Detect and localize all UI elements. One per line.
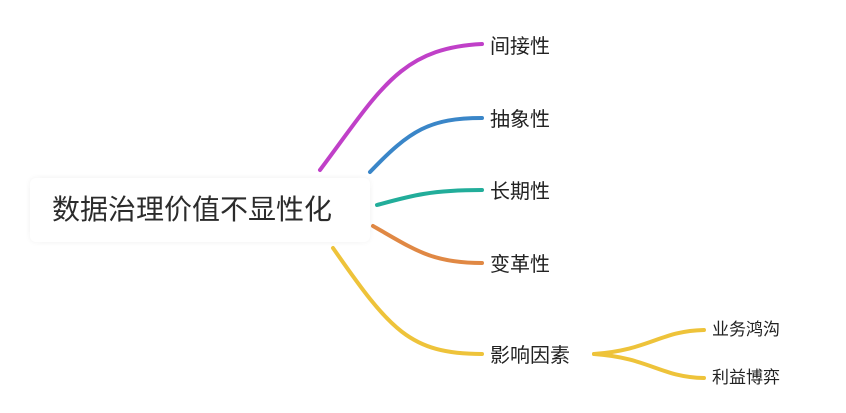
branch-link-indirectness <box>318 42 484 172</box>
branch-link-long-term <box>375 188 484 207</box>
branch-node-long-term[interactable]: 长期性 <box>490 179 550 203</box>
root-node-label: 数据治理价值不显性化 <box>52 193 333 226</box>
branch-node-abstractness[interactable]: 抽象性 <box>490 107 550 131</box>
branch-node-influence-factors[interactable]: 影响因素 <box>490 343 570 367</box>
branch-link-abstractness <box>368 116 484 174</box>
sub-link-business-gap <box>592 328 706 356</box>
sub-node-business-gap[interactable]: 业务鸿沟 <box>712 320 780 340</box>
branch-node-transformative[interactable]: 变革性 <box>490 252 550 276</box>
branch-node-indirectness[interactable]: 间接性 <box>490 34 550 58</box>
sub-node-interest-game[interactable]: 利益博弈 <box>712 368 780 388</box>
branch-link-influence-factors <box>331 246 484 356</box>
root-node[interactable] <box>30 178 370 242</box>
branch-link-transformative <box>371 224 484 265</box>
sub-link-interest-game <box>592 352 706 380</box>
